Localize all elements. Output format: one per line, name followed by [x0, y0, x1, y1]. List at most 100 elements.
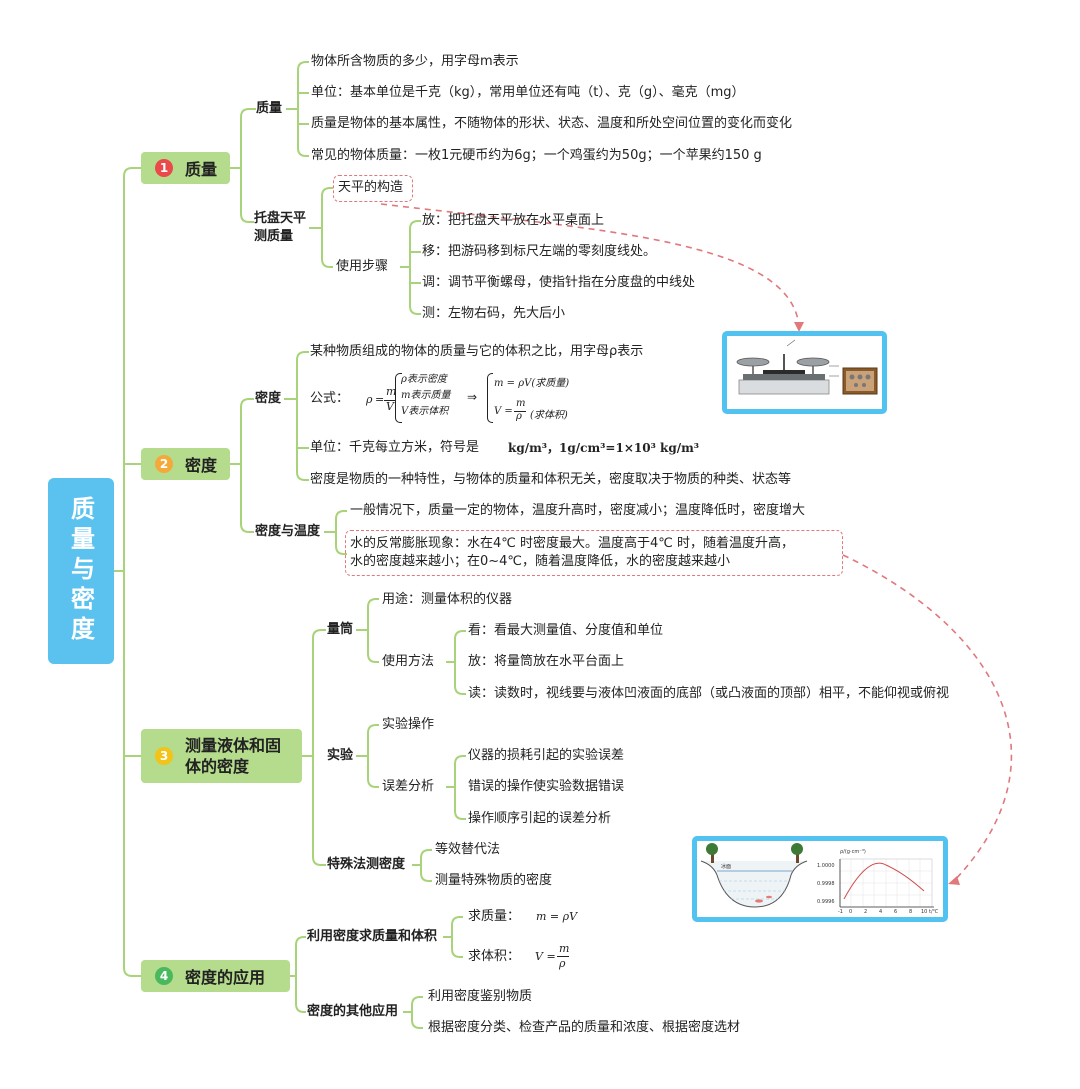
highlight-box	[345, 530, 843, 576]
mass-item: 单位：基本单位是千克（kg），常用单位还有吨（t）、克（g）、毫克（mg）	[311, 85, 745, 100]
x-tick: 8	[909, 909, 912, 915]
water-anomaly-line2: 水的密度越来越小；在0~4℃，随着温度降低，水的密度越来越小	[350, 554, 731, 569]
formula-note: V表示体积	[401, 406, 449, 417]
error-item: 仪器的损耗引起的实验误差	[468, 748, 625, 763]
branch-density-applications[interactable]: 4 密度的应用	[141, 960, 290, 992]
method-item: 看：看最大测量值、分度值和单位	[468, 623, 664, 638]
calc-volume-label: 求体积：	[468, 949, 521, 964]
cylinder-use: 用途：测量体积的仪器	[382, 592, 513, 607]
balance-structure[interactable]: 天平的构造	[338, 180, 404, 195]
node-usage-method[interactable]: 使用方法	[382, 654, 435, 669]
formula-v: V	[386, 400, 394, 413]
calc-mass-label: 求质量：	[468, 909, 521, 924]
balance-label-line1: 托盘天平	[254, 211, 307, 226]
density-formula: ρ = m V	[366, 385, 397, 413]
branch-title: 密度的应用	[185, 968, 266, 987]
application-item: 利用密度鉴别物质	[428, 989, 533, 1004]
branch-title-line2: 体的密度	[185, 757, 250, 776]
branch-title: 密度	[185, 456, 218, 475]
error-item: 错误的操作使实验数据错误	[468, 779, 625, 794]
surface-label: 冰面	[721, 863, 731, 870]
node-graduated-cylinder[interactable]: 量筒	[327, 622, 354, 637]
x-tick: 6	[894, 909, 897, 915]
number-badge-2: 2	[155, 455, 173, 473]
formula-note: m表示质量	[401, 390, 451, 401]
step-item: 放：把托盘天平放在水平桌面上	[422, 213, 605, 228]
derived-volume: V = m ρ (求体积)	[494, 398, 568, 422]
formula-rho: ρ	[366, 393, 373, 406]
node-steps[interactable]: 使用步骤	[336, 259, 389, 274]
balance-illustration	[736, 339, 878, 395]
derived-volume-note: (求体积)	[530, 410, 568, 421]
number-badge-1: 1	[155, 159, 173, 177]
x-tick: 2	[864, 909, 867, 915]
y-tick: 1.0000	[817, 863, 835, 869]
x-tick: 0	[849, 909, 852, 915]
unit-label: 单位：千克每立方米，符号是	[310, 440, 480, 455]
mass-item: 物体所含物质的多少，用字母m表示	[311, 54, 519, 69]
density-property: 密度是物质的一种特性，与物体的质量和体积无关，密度取决于物质的种类、状态等	[310, 472, 792, 487]
node-error-analysis[interactable]: 误差分析	[382, 779, 435, 794]
application-item: 根据密度分类、检查产品的质量和浓度、根据密度选材	[428, 1020, 741, 1035]
node-mass[interactable]: 质量	[256, 101, 283, 116]
water-density-image: 冰面 ρ/(g·cm⁻³) 1.0000 0.9998 0.9996 -1 0 …	[692, 836, 948, 922]
balance-label-line2: 测质量	[254, 229, 294, 244]
calc-mass-eq: m = ρV	[536, 910, 578, 923]
node-special-methods[interactable]: 特殊法测密度	[327, 857, 406, 872]
derived-mass-note: (求质量)	[531, 378, 570, 389]
mass-item: 常见的物体质量：一枚1元硬币约为6g；一个鸡蛋约为50g；一个苹果约150 g	[311, 148, 762, 163]
branch-density[interactable]: 2 密度	[141, 448, 230, 480]
experiment-operation: 实验操作	[382, 717, 435, 732]
derived-mass-eq: m = ρV	[494, 378, 532, 389]
unit-value: kg/m³，1g/cm³=1×10³ kg/m³	[508, 441, 700, 455]
number-badge-3: 3	[155, 747, 173, 765]
formula-notes: ρ表示密度 m表示质量 V表示体积	[401, 372, 450, 420]
formula-note: ρ表示密度	[401, 374, 447, 385]
branch-title: 测量液体和固 体的密度	[185, 735, 281, 777]
root-title: 质量与密度	[66, 496, 95, 646]
branch-title-line1: 测量液体和固	[185, 736, 282, 755]
y-tick: 0.9998	[817, 881, 835, 887]
derived-volume-eq: V =	[494, 406, 513, 417]
node-density-temperature[interactable]: 密度与温度	[255, 524, 321, 539]
formula-m: m	[386, 385, 397, 398]
node-other-applications[interactable]: 密度的其他应用	[307, 1004, 399, 1019]
derived-mass: m = ρV(求质量)	[494, 374, 569, 389]
mass-item: 质量是物体的基本属性，不随物体的形状、状态、温度和所处空间位置的变化而变化	[311, 116, 793, 131]
method-item: 读：读数时，视线要与液体凹液面的底部（或凸液面的顶部）相平，不能仰视或俯视	[468, 686, 950, 701]
formula-brace	[395, 373, 402, 423]
y-tick: 0.9996	[817, 899, 835, 905]
node-balance[interactable]: 托盘天平 测质量	[254, 210, 306, 246]
root-topic[interactable]: 质量与密度	[48, 478, 114, 664]
x-axis-label: t/℃	[929, 909, 939, 915]
number-badge-4: 4	[155, 967, 173, 985]
step-item: 调：调节平衡螺母，使指针指在分度盘的中线处	[422, 275, 696, 290]
calc-volume-eq: V = m ρ	[535, 942, 570, 970]
method-item: 放：将量筒放在水平台面上	[468, 654, 625, 669]
branch-title: 质量	[185, 160, 218, 179]
temperature-general: 一般情况下，质量一定的物体，温度升高时，密度减小；温度降低时，密度增大	[350, 503, 806, 518]
error-item: 操作顺序引起的误差分析	[468, 811, 612, 826]
water-anomaly-line1: 水的反常膨胀现象：水在4℃ 时密度最大。温度高于4℃ 时，随着温度升高，	[350, 536, 795, 551]
branch-mass[interactable]: 1 质量	[141, 152, 230, 184]
special-item: 等效替代法	[435, 842, 501, 857]
formula-label: 公式：	[310, 391, 350, 406]
node-experiment[interactable]: 实验	[327, 748, 354, 763]
x-tick: -1	[838, 909, 843, 915]
x-tick: 4	[879, 909, 882, 915]
balance-image	[722, 331, 887, 414]
x-tick: 10	[921, 909, 927, 915]
special-item: 测量特殊物质的密度	[435, 873, 553, 888]
calc-volume-eq-text: V =	[535, 950, 556, 963]
water-density-illustration: 冰面 ρ/(g·cm⁻³) 1.0000 0.9998 0.9996 -1 0 …	[700, 843, 939, 915]
y-axis-label: ρ/(g·cm⁻³)	[840, 849, 866, 855]
density-definition: 某种物质组成的物体的质量与它的体积之比，用字母ρ表示	[310, 344, 644, 359]
step-item: 测：左物右码，先大后小	[422, 306, 566, 321]
implies-arrow: ⇒	[467, 390, 478, 404]
step-item: 移：把游码移到标尺左端的零刻度线处。	[422, 244, 657, 259]
node-calc-mass-volume[interactable]: 利用密度求质量和体积	[307, 929, 438, 944]
branch-measure-density[interactable]: 3 测量液体和固 体的密度	[141, 729, 302, 783]
node-density[interactable]: 密度	[255, 391, 282, 406]
highlight-box	[333, 175, 413, 202]
